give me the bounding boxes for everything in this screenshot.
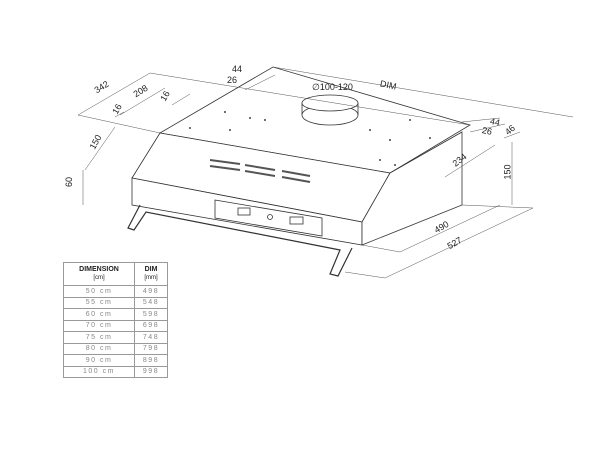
- header-dim: DIM [mm]: [134, 262, 168, 286]
- size-cell: 90 cm: [63, 354, 135, 367]
- dim-cell: 898: [134, 354, 168, 367]
- dim-cell: 998: [134, 365, 168, 378]
- dim-top-44-left: 44: [232, 64, 243, 74]
- size-cell: 75 cm: [63, 331, 135, 344]
- dim-cell: 698: [134, 319, 168, 332]
- duct-sides: [301, 103, 359, 115]
- control-knob: [267, 214, 273, 220]
- dim-height-right-150: 150: [502, 164, 513, 180]
- dim-cell: 798: [134, 342, 168, 355]
- light-switch: [237, 207, 251, 216]
- size-cell: 50 cm: [63, 285, 135, 298]
- header-unit: [mm]: [144, 275, 158, 281]
- header-unit: [cm]: [93, 275, 105, 281]
- dim-duct-diameter: ∅100-120: [312, 82, 353, 92]
- header-title: DIM: [144, 266, 158, 273]
- dim-cell: 548: [134, 296, 168, 309]
- table-header-row: DIMENSION [cm] DIM [mm]: [63, 262, 168, 286]
- dim-top-26-right: 26: [481, 125, 493, 137]
- dim-cell: 748: [134, 331, 168, 344]
- hood-right-side: [361, 131, 463, 246]
- visor-handle: [127, 204, 353, 277]
- control-panel: [214, 199, 323, 237]
- dim-height-front-60: 60: [64, 176, 75, 188]
- dim-cell: 498: [134, 285, 168, 298]
- size-cell: 70 cm: [63, 319, 135, 332]
- dimension-lines: [77, 66, 574, 279]
- duct-opening: [301, 94, 359, 112]
- size-cell: 60 cm: [63, 308, 135, 321]
- size-cell: 55 cm: [63, 296, 135, 309]
- mounting-holes: [189, 111, 431, 166]
- header-title: DIMENSION: [79, 266, 119, 273]
- vent-slots: [209, 159, 311, 183]
- size-cell: 100 cm: [63, 365, 135, 378]
- dim-cell: 598: [134, 308, 168, 321]
- header-dimension: DIMENSION [cm]: [63, 262, 135, 286]
- size-cell: 80 cm: [63, 342, 135, 355]
- fan-switch: [289, 216, 304, 225]
- dim-top-26-left: 26: [227, 75, 238, 85]
